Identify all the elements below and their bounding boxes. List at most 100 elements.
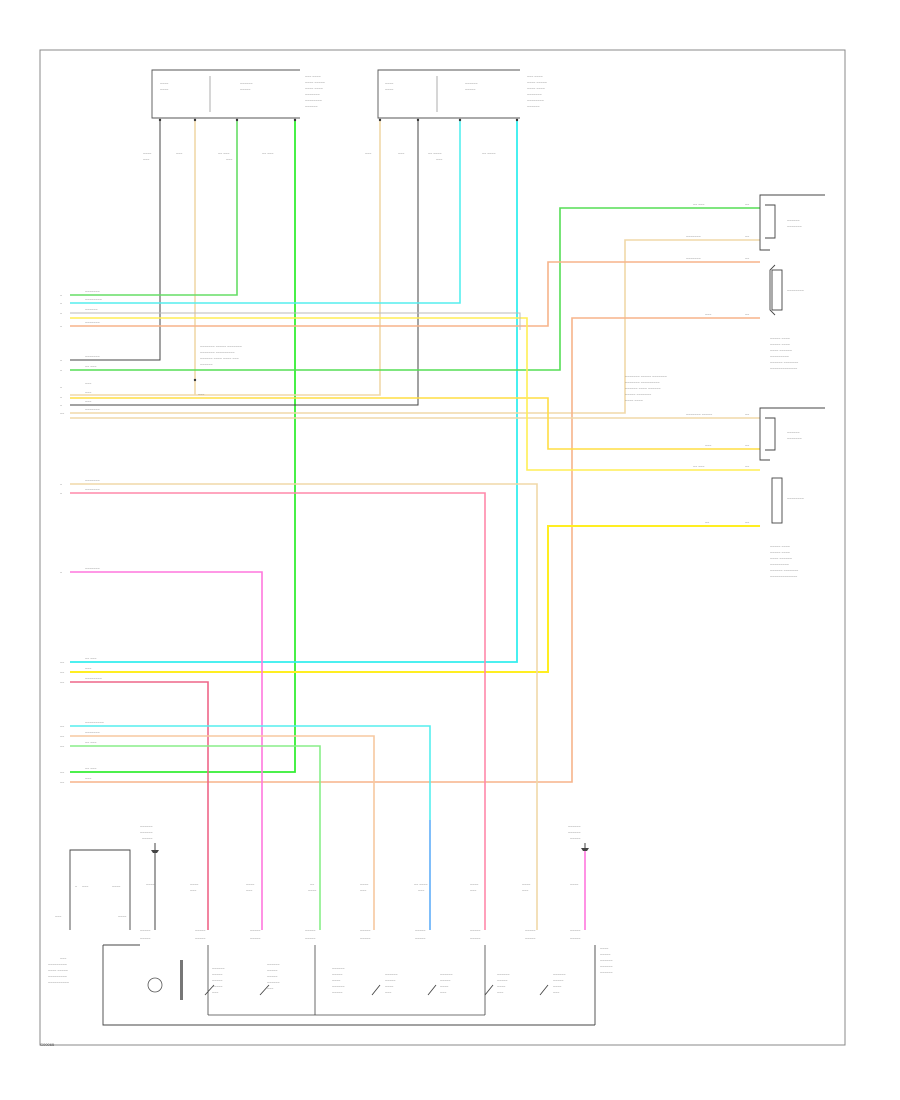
svg-text:~~~~~~~: ~~~~~~~ bbox=[85, 731, 100, 735]
svg-text:~: ~ bbox=[60, 483, 62, 487]
wire-cyan-1 bbox=[70, 120, 461, 304]
svg-text:~~~~: ~~~~ bbox=[360, 883, 368, 887]
svg-text:~~~: ~~~ bbox=[60, 957, 66, 961]
svg-text:~: ~ bbox=[60, 302, 62, 306]
svg-text:~~~~~~: ~~~~~~ bbox=[200, 363, 213, 367]
svg-text:~~~~ ~~~~~: ~~~~ ~~~~~ bbox=[48, 969, 68, 973]
svg-text:~~~~~: ~~~~~ bbox=[250, 929, 261, 933]
svg-text:~~~~~~~: ~~~~~~~ bbox=[305, 93, 320, 97]
svg-text:~~~~~: ~~~~~ bbox=[525, 937, 536, 941]
svg-text:~~~~~: ~~~~~ bbox=[267, 969, 278, 973]
svg-text:~~~~~: ~~~~~ bbox=[470, 937, 481, 941]
ground-right: ~~~~~~ ~~~~~~ ~~~~~ bbox=[568, 825, 589, 851]
wire-cyan-long bbox=[70, 120, 518, 663]
svg-text:~~~: ~~~ bbox=[705, 444, 711, 448]
svg-text:~~~: ~~~ bbox=[55, 915, 61, 919]
svg-text:~~~~~~: ~~~~~~ bbox=[140, 825, 153, 829]
svg-text:~~~~~~~: ~~~~~~~ bbox=[527, 93, 542, 97]
svg-text:~~: ~~ bbox=[60, 725, 64, 729]
wire-magenta-1 bbox=[70, 571, 263, 930]
svg-text:~~~~~: ~~~~~ bbox=[305, 937, 316, 941]
svg-text:~~~: ~~~ bbox=[246, 889, 252, 893]
svg-text:~~~: ~~~ bbox=[190, 889, 196, 893]
wire-tan-2 bbox=[70, 120, 381, 396]
svg-text:~~~~~~: ~~~~~~ bbox=[332, 985, 345, 989]
svg-text:~~~~: ~~~~ bbox=[143, 152, 151, 156]
wire-yellow-2 bbox=[70, 317, 760, 471]
wire-tan-5 bbox=[70, 483, 538, 930]
svg-text:~~~~: ~~~~ bbox=[440, 985, 448, 989]
svg-text:~~~~~~~: ~~~~~~~ bbox=[85, 567, 100, 571]
svg-text:~~~~~: ~~~~~ bbox=[525, 929, 536, 933]
svg-text:~~~~~: ~~~~~ bbox=[240, 88, 251, 92]
svg-text:~~: ~~ bbox=[60, 681, 64, 685]
svg-text:~~~~: ~~~~ bbox=[160, 88, 168, 92]
svg-text:~~ ~~~~: ~~ ~~~~ bbox=[428, 152, 442, 156]
svg-text:~~~: ~~~ bbox=[440, 991, 446, 995]
svg-text:~~~: ~~~ bbox=[176, 152, 182, 156]
svg-text:~: ~ bbox=[75, 885, 77, 889]
svg-text:~~~: ~~~ bbox=[212, 991, 218, 995]
svg-text:~~~~~: ~~~~~ bbox=[140, 937, 151, 941]
wires bbox=[70, 120, 760, 930]
svg-text:~~~~~~: ~~~~~~ bbox=[267, 981, 280, 985]
svg-text:~~~: ~~~ bbox=[267, 987, 273, 991]
svg-text:~~~ ~~~~: ~~~ ~~~~ bbox=[527, 75, 543, 79]
svg-text:~~~~~: ~~~~~ bbox=[212, 985, 223, 989]
top-right-component: ~~~~ ~~~~ ~~~~~~ ~~~~~ ~~~ ~~~~ ~~~~ ~~~… bbox=[377, 69, 547, 119]
svg-text:~~ ~~~: ~~ ~~~ bbox=[85, 741, 97, 745]
svg-text:~~~~~~: ~~~~~~ bbox=[568, 831, 581, 835]
svg-text:~~~~: ~~~~ bbox=[112, 885, 120, 889]
svg-text:~~~~~: ~~~~~ bbox=[332, 973, 343, 977]
svg-text:~~~~: ~~~~ bbox=[190, 883, 198, 887]
svg-text:~~~~~~~: ~~~~~~~ bbox=[85, 290, 100, 294]
wire-black-2 bbox=[70, 120, 419, 406]
svg-text:~~~~~: ~~~~~ bbox=[600, 953, 611, 957]
svg-text:~~~: ~~~ bbox=[360, 889, 366, 893]
svg-text:~~~~~: ~~~~~ bbox=[212, 979, 223, 983]
svg-text:~~~~~~: ~~~~~~ bbox=[240, 82, 253, 86]
svg-text:~~~~~~: ~~~~~~ bbox=[305, 105, 318, 109]
svg-text:~~~~: ~~~~ bbox=[118, 915, 126, 919]
svg-text:~~~: ~~~ bbox=[85, 382, 91, 386]
svg-text:~~~ ~~~~: ~~~ ~~~~ bbox=[305, 75, 321, 79]
svg-text:~~~~~: ~~~~~ bbox=[415, 929, 426, 933]
notes: ~~~~~~~ ~~~~~ ~~~~~~~ ~~~~~~~ ~~~~~~~~~ … bbox=[198, 345, 667, 403]
svg-text:~~~~~: ~~~~~ bbox=[212, 973, 223, 977]
wire-orange-2 bbox=[70, 317, 760, 783]
svg-text:~~: ~~ bbox=[745, 257, 749, 261]
svg-text:~~~~~~~~~~: ~~~~~~~~~~ bbox=[48, 981, 69, 985]
svg-text:~~: ~~ bbox=[60, 412, 64, 416]
svg-text:~~~~~: ~~~~~ bbox=[385, 979, 396, 983]
svg-text:~~~: ~~~ bbox=[705, 313, 711, 317]
svg-text:~~ ~~~: ~~ ~~~ bbox=[693, 203, 705, 207]
svg-text:~~~~~: ~~~~~ bbox=[305, 929, 316, 933]
svg-text:~~~~: ~~~~ bbox=[497, 985, 505, 989]
right-wire-labels: ~~ ~~~ ~~~~~~~ ~~~~~~~ ~~~ ~~~~~~~ ~~~~~… bbox=[686, 203, 749, 525]
svg-text:~~ ~~~: ~~ ~~~ bbox=[85, 767, 97, 771]
svg-text:~~~~~~: ~~~~~~ bbox=[85, 308, 98, 312]
wire-orange-3 bbox=[70, 735, 375, 930]
page-id: G00065 bbox=[40, 1042, 55, 1047]
svg-text:~~~~: ~~~~ bbox=[385, 985, 393, 989]
wire-yellow-1 bbox=[70, 397, 760, 450]
svg-text:~~~~~~~ ~~~~~ ~~~~~~~: ~~~~~~~ ~~~~~ ~~~~~~~ bbox=[200, 345, 242, 349]
svg-text:~~~~~~~~: ~~~~~~~~ bbox=[85, 677, 102, 681]
svg-text:~~~~~~: ~~~~~~ bbox=[787, 219, 800, 223]
svg-text:~~: ~~ bbox=[745, 203, 749, 207]
svg-text:~~~~~: ~~~~~ bbox=[360, 937, 371, 941]
wire-black-1 bbox=[70, 120, 161, 361]
svg-text:~~~~ ~~~~: ~~~~ ~~~~ bbox=[625, 399, 643, 403]
terminal-dots bbox=[158, 118, 519, 382]
svg-text:~~~~~: ~~~~~ bbox=[332, 991, 343, 995]
svg-text:~~~~~~: ~~~~~~ bbox=[212, 967, 225, 971]
svg-text:~~~~~~~: ~~~~~~~ bbox=[787, 225, 802, 229]
svg-text:~~~~~: ~~~~~ bbox=[142, 837, 153, 841]
svg-text:~: ~ bbox=[60, 404, 62, 408]
svg-text:~~~~~~: ~~~~~~ bbox=[600, 965, 613, 969]
svg-text:~~~~~: ~~~~~ bbox=[250, 937, 261, 941]
svg-text:~~~~~~: ~~~~~~ bbox=[787, 431, 800, 435]
svg-text:~~~: ~~~ bbox=[143, 158, 149, 162]
svg-text:~~ ~~~~: ~~ ~~~~ bbox=[482, 152, 496, 156]
